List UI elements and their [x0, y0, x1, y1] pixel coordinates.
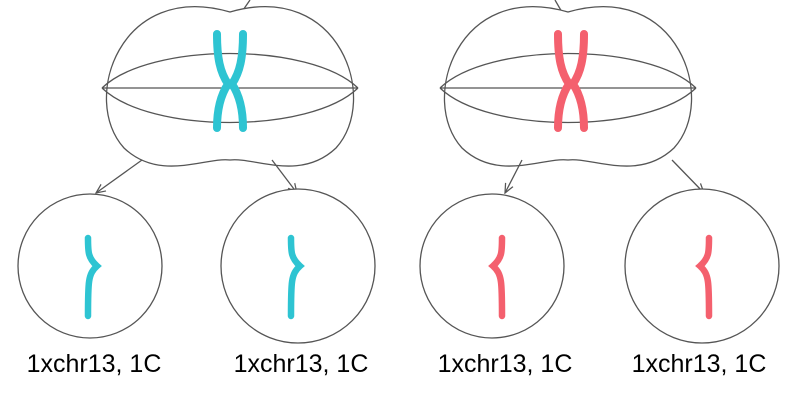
arrow-right-to-cell3 — [505, 159, 523, 193]
daughter-cell-1-membrane — [17, 193, 163, 339]
spindle-lower-right — [439, 87, 697, 124]
chromosome-right-metaphase — [554, 30, 588, 132]
spindle-upper-right — [439, 52, 697, 89]
daughter-cell-3-chromatid — [488, 234, 506, 320]
left-dividing-cell — [96, 0, 359, 193]
daughter-cell-4-chromatid — [695, 234, 713, 320]
daughter-cell-2-label: 1xchr13, 1C — [233, 350, 369, 378]
daughter-cell-4-label: 1xchr13, 1C — [631, 350, 767, 378]
spindle-lower-left — [101, 87, 359, 124]
daughter-cell-2 — [220, 188, 376, 344]
daughter-cell-4 — [624, 188, 780, 344]
daughter-cell-1-label: 1xchr13, 1C — [26, 350, 162, 378]
right-dividing-cell — [439, 0, 704, 193]
daughter-cell-2-chromatid — [287, 234, 305, 320]
daughter-cell-3-label: 1xchr13, 1C — [437, 350, 573, 378]
daughter-cell-3 — [419, 193, 565, 339]
daughter-cell-1-chromatid — [84, 234, 102, 320]
arrow-left-to-cell2 — [271, 159, 297, 193]
arrow-left-to-cell1 — [96, 159, 143, 193]
daughter-cell-1 — [17, 193, 163, 339]
arrow-right-to-cell4 — [671, 159, 704, 193]
spindle-upper-left — [101, 52, 359, 89]
chromosome-left-metaphase — [213, 30, 247, 132]
